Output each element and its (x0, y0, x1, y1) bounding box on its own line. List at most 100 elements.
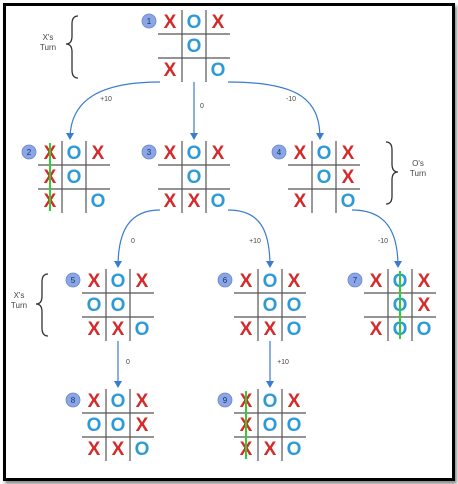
x-mark: X (112, 439, 125, 460)
o-mark: O (187, 36, 202, 57)
node-number-badge (347, 272, 363, 288)
node-number-label: 9 (223, 396, 228, 405)
x-mark: X (294, 143, 307, 164)
x-mark: X (92, 143, 105, 164)
o-mark: O (87, 415, 102, 436)
node-number-label: 2 (27, 148, 32, 157)
tree-edges: +10 0 -10 0 +10 -10 0 +10 (66, 81, 402, 388)
node-number-badge (21, 144, 37, 160)
x-mark: X (164, 191, 177, 212)
tree-edge-3-5 (114, 209, 161, 268)
x-mark: X (264, 439, 277, 460)
node-number-badge (141, 144, 157, 160)
node-number-label: 6 (223, 276, 228, 285)
x-mark: X (112, 319, 125, 340)
edge-score-label: +10 (277, 359, 289, 366)
node-number-label: 4 (277, 148, 282, 157)
x-mark: X (188, 191, 201, 212)
x-mark: X (88, 439, 101, 460)
edge-score-label: 0 (200, 103, 204, 110)
o-mark: O (67, 143, 82, 164)
o-mark: O (263, 415, 278, 436)
o-mark: O (211, 60, 226, 81)
o-mark: O (287, 295, 302, 316)
x-mark: X (212, 12, 225, 33)
edge-score-label: -10 (286, 96, 296, 103)
o-mark: O (187, 167, 202, 188)
o-mark: O (263, 295, 278, 316)
edge-score-label: 0 (126, 359, 130, 366)
board-node-7: XOXOXXOO7 (347, 269, 436, 341)
tree-nodes: XOXOXO1XOXXOXO2XOXOXXO3XOXOXXO4XOXOOXXO5… (21, 10, 436, 461)
edge-score-label: 0 (131, 238, 135, 245)
node-number-badge (217, 272, 233, 288)
tree-edge-1-2 (66, 81, 161, 140)
x-mark: X (88, 319, 101, 340)
o-mark: O (263, 391, 278, 412)
board-node-9: XOXXOOXXO9 (217, 389, 306, 461)
x-mark: X (288, 271, 301, 292)
o-mark: O (135, 439, 150, 460)
node-number-badge (141, 13, 157, 29)
edge-score-label: +10 (249, 238, 261, 245)
x-mark: X (164, 60, 177, 81)
turn-brace-o (385, 141, 399, 205)
x-mark: X (212, 143, 225, 164)
node-number-badge (65, 392, 81, 408)
x-mark: X (294, 191, 307, 212)
node-number-label: 1 (147, 17, 152, 26)
x-mark: X (164, 12, 177, 33)
o-mark: O (187, 12, 202, 33)
o-mark: O (317, 167, 332, 188)
edge-score-label: -10 (378, 238, 388, 245)
o-mark: O (111, 295, 126, 316)
x-mark: X (342, 167, 355, 188)
x-mark: X (342, 143, 355, 164)
o-mark: O (417, 319, 432, 340)
o-mark: O (287, 415, 302, 436)
x-mark: X (418, 271, 431, 292)
node-number-badge (217, 392, 233, 408)
o-mark: O (341, 191, 356, 212)
tree-edge-3-6 (227, 209, 274, 268)
node-number-label: 5 (71, 276, 76, 285)
o-mark: O (87, 295, 102, 316)
x-mark: X (88, 271, 101, 292)
tree-edge-4-7 (351, 209, 402, 268)
o-mark: O (91, 191, 106, 212)
o-mark: O (287, 439, 302, 460)
o-mark: O (135, 319, 150, 340)
board-node-2: XOXXOXO2 (21, 141, 110, 213)
o-mark: O (111, 271, 126, 292)
tree-edge-1-4 (227, 81, 324, 140)
node-number-badge (271, 144, 287, 160)
o-mark: O (187, 143, 202, 164)
o-mark: O (211, 191, 226, 212)
o-mark: O (263, 271, 278, 292)
x-mark: X (264, 319, 277, 340)
x-mark: X (370, 319, 383, 340)
x-mark: X (240, 319, 253, 340)
turn-brace-x-top (65, 15, 79, 79)
x-mark: X (164, 143, 177, 164)
edge-score-label: +10 (100, 96, 112, 103)
node-number-label: 8 (71, 396, 76, 405)
turn-brace-x-lower (35, 273, 49, 337)
o-mark: O (317, 143, 332, 164)
node-number-label: 7 (353, 276, 358, 285)
x-mark: X (136, 271, 149, 292)
o-mark: O (111, 415, 126, 436)
x-mark: X (240, 271, 253, 292)
x-mark: X (418, 295, 431, 316)
o-mark: O (287, 319, 302, 340)
x-mark: X (370, 271, 383, 292)
